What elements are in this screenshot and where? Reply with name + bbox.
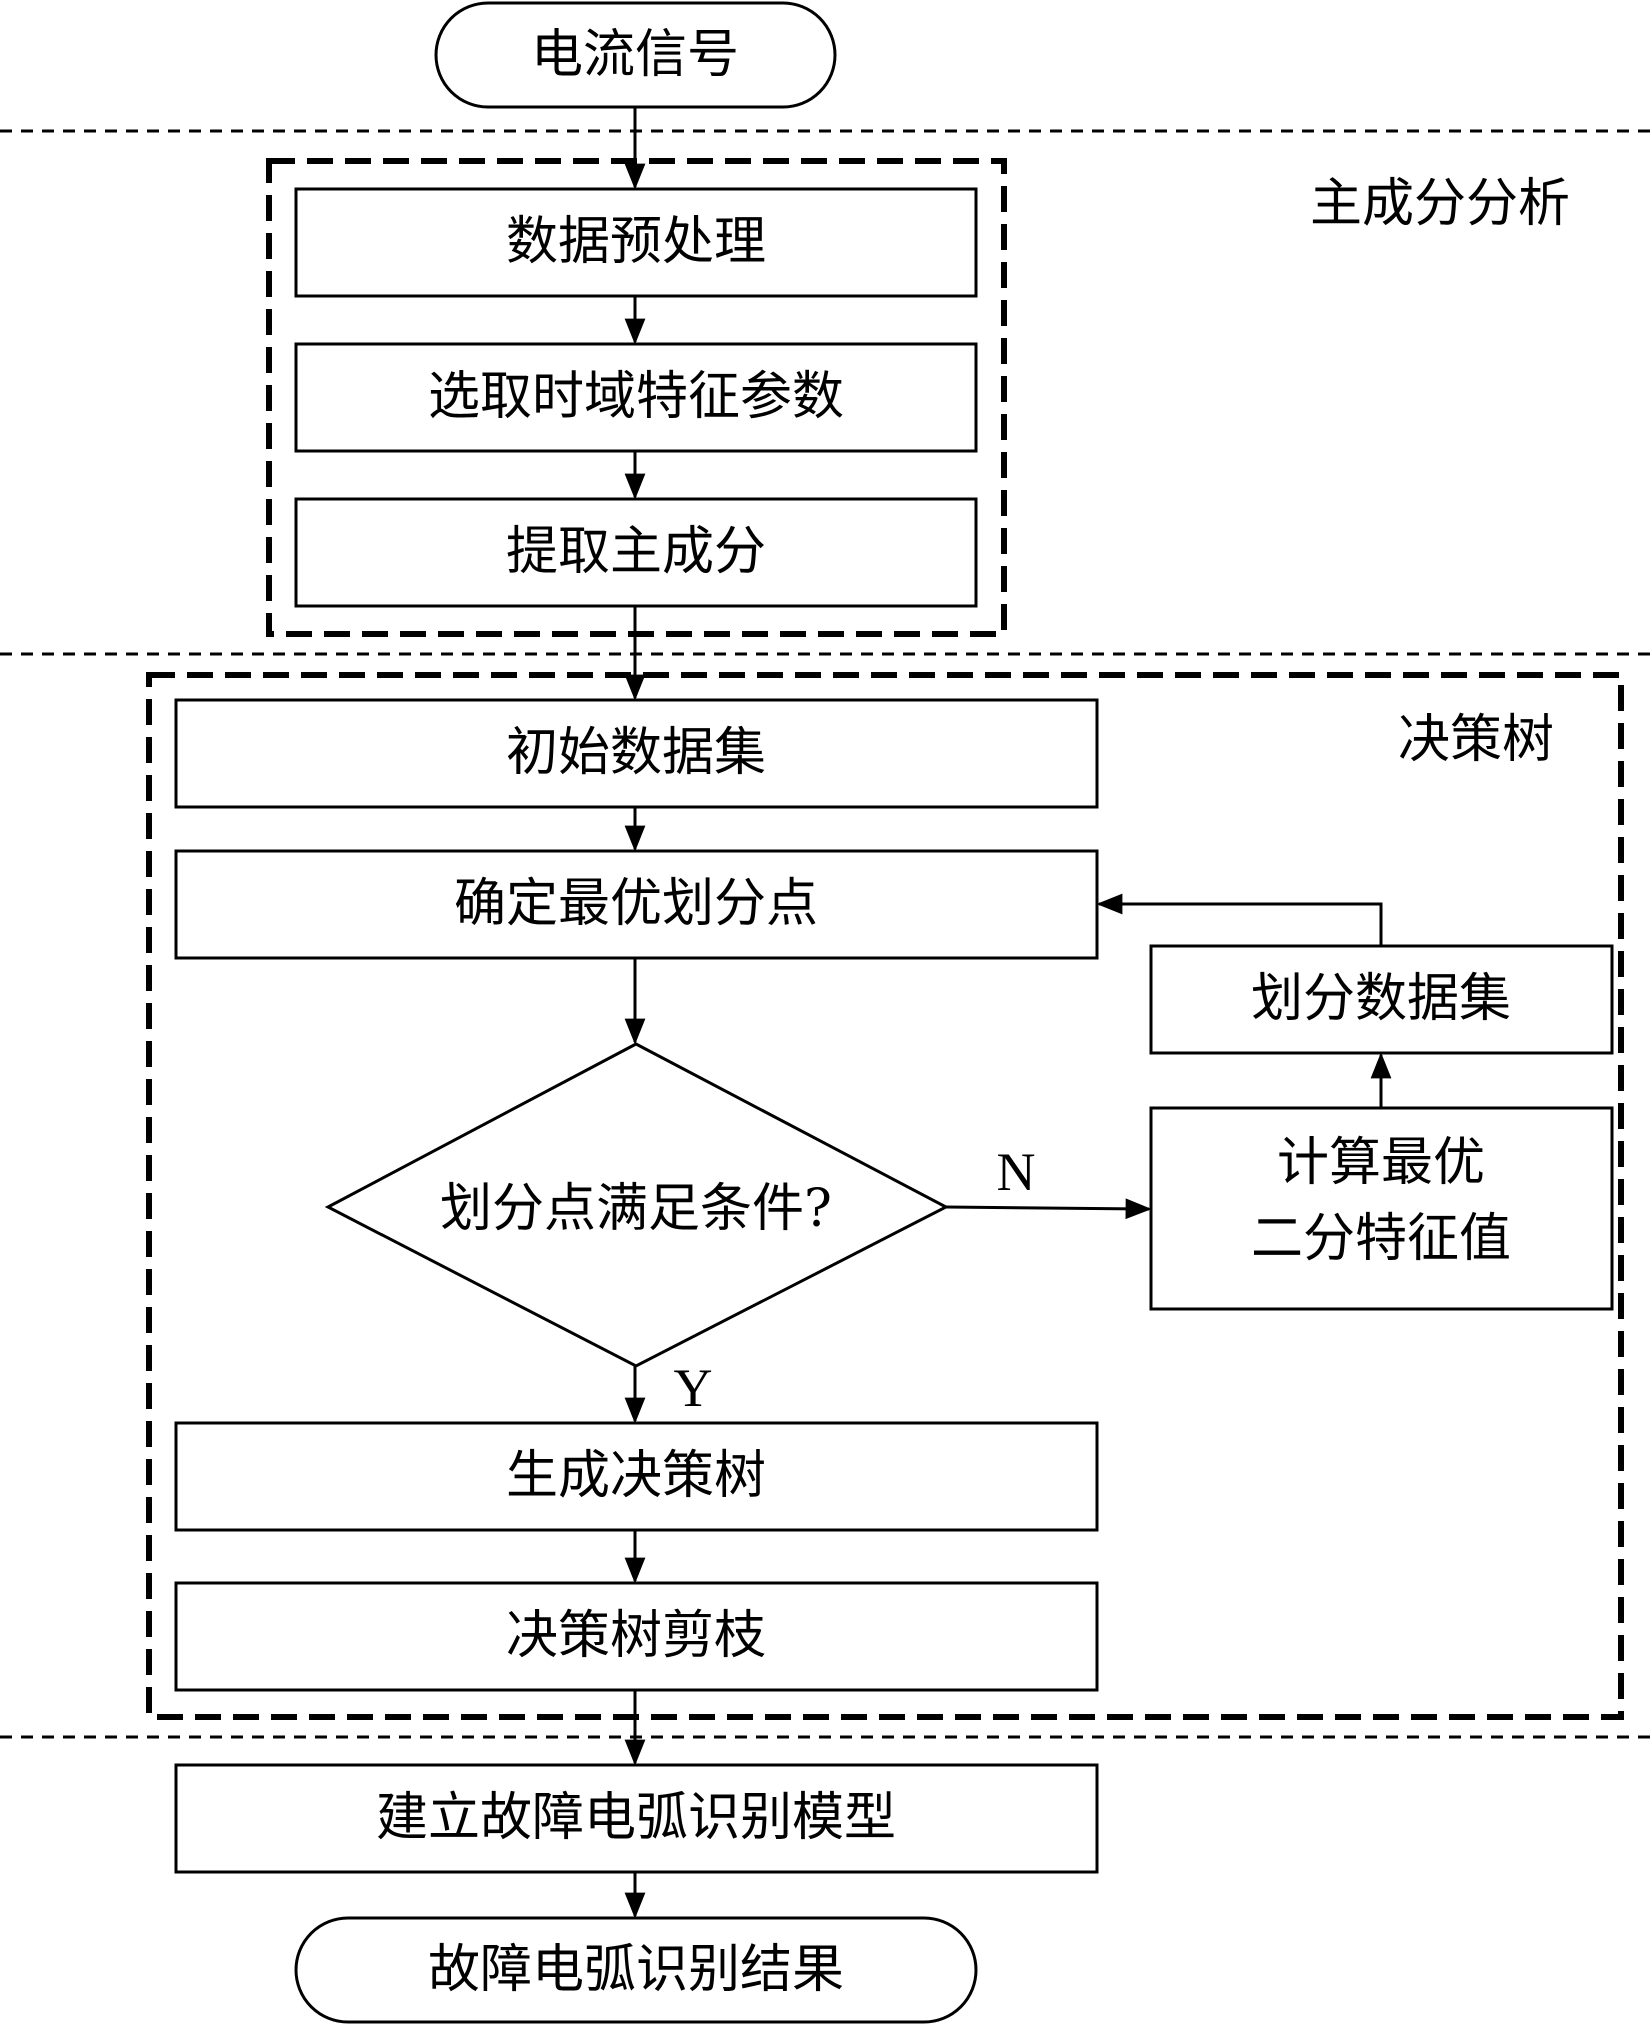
result-terminal-label: 故障电弧识别结果 — [428, 1940, 844, 2000]
condition-label: 划分点满足条件? — [440, 1179, 832, 1239]
compute-feature-label-line1: 计算最优 — [1277, 1133, 1485, 1193]
select-features-label: 选取时域特征参数 — [428, 367, 844, 427]
compute-feature-label-line2: 二分特征值 — [1251, 1209, 1511, 1269]
arrow-split-to-best-split — [1096, 893, 1383, 946]
extract-pc-label: 提取主成分 — [506, 522, 766, 582]
compute-feature-box — [1149, 1106, 1614, 1311]
section-label-decision-tree: 决策树 — [1398, 710, 1554, 770]
arrow-condition-no — [945, 1198, 1152, 1220]
decision-tree-group-frame — [146, 672, 1624, 1720]
build-model-label: 建立故障电弧识别模型 — [376, 1788, 896, 1848]
branch-label-yes: Y — [674, 1358, 713, 1418]
generate-tree-label: 生成决策树 — [506, 1446, 766, 1506]
prune-tree-label: 决策树剪枝 — [506, 1606, 766, 1666]
best-split-label: 确定最优划分点 — [454, 874, 818, 934]
start-terminal-label: 电流信号 — [531, 25, 739, 85]
select-features-box — [294, 342, 978, 453]
branch-label-no: N — [997, 1142, 1036, 1202]
build-model-box — [174, 1763, 1099, 1874]
prune-tree-box — [174, 1581, 1099, 1692]
section-label-pca: 主成分分析 — [1310, 174, 1570, 234]
initial-dataset-label: 初始数据集 — [506, 723, 766, 783]
preprocess-label: 数据预处理 — [506, 212, 766, 272]
initial-dataset-box — [174, 698, 1099, 809]
split-dataset-label: 划分数据集 — [1251, 969, 1511, 1029]
